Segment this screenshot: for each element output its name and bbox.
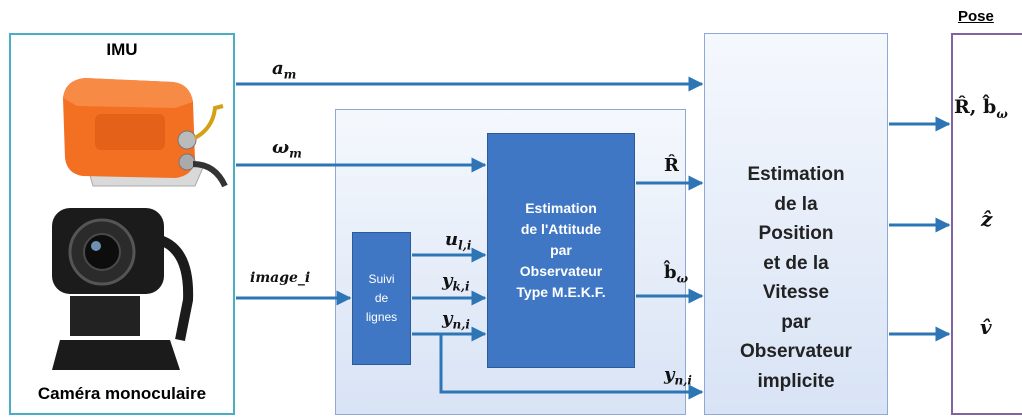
line-tracking-block: Suivi de lignes [352,232,411,365]
pose-title: Pose [958,8,994,25]
yn-bypass-arrow [439,334,704,400]
position-text-line: par [781,311,811,333]
attitude-text-line: par [550,242,572,258]
imu-device-image [63,78,228,188]
position-text-line: Position [758,223,834,244]
position-text-line: et de la [763,252,829,274]
output-v-hat: v̂ [980,315,992,339]
signal-yn-bypass: yn,i [664,364,692,388]
signal-yn: yn,i [442,308,470,332]
tracking-text-line: de [374,291,389,305]
attitude-estimation-block: Estimation de l'Attitude par Observateur… [487,133,635,368]
signal-u: ul,i [445,229,472,253]
attitude-text-line: Observateur [519,263,603,279]
signal-gyro: ωm [272,137,302,161]
camera-label: Caméra monoculaire [37,384,207,403]
position-text-line: Observateur [740,341,852,362]
signal-yk: yk,i [442,270,470,294]
position-text-line: Vitesse [762,282,830,303]
position-text-line: de la [774,193,818,215]
position-observer-panel [704,33,888,415]
attitude-text-line: Type M.E.K.F. [516,284,606,300]
signal-accel: am [272,58,297,82]
output-r-b-hat: R̂, b̂ω [954,96,1008,121]
position-text-line: implicite [757,370,835,392]
tracking-text-line: lignes [365,310,398,324]
tracking-text-line: Suivi [368,272,395,286]
position-text-line: Estimation [747,164,845,185]
signal-b-hat: b̂ω [664,262,689,286]
pose-output-box [951,33,1022,415]
webcam-image [52,208,194,370]
signal-image: image_i [250,270,311,286]
position-estimation-text: Estimation de la Position et de la Vites… [708,160,884,396]
attitude-text-line: de l'Attitude [520,221,602,237]
output-z-hat: ẑ [981,207,993,231]
signal-r-hat: R̂ [664,155,679,176]
attitude-text-line: Estimation [525,200,597,216]
imu-label: IMU [106,40,138,59]
